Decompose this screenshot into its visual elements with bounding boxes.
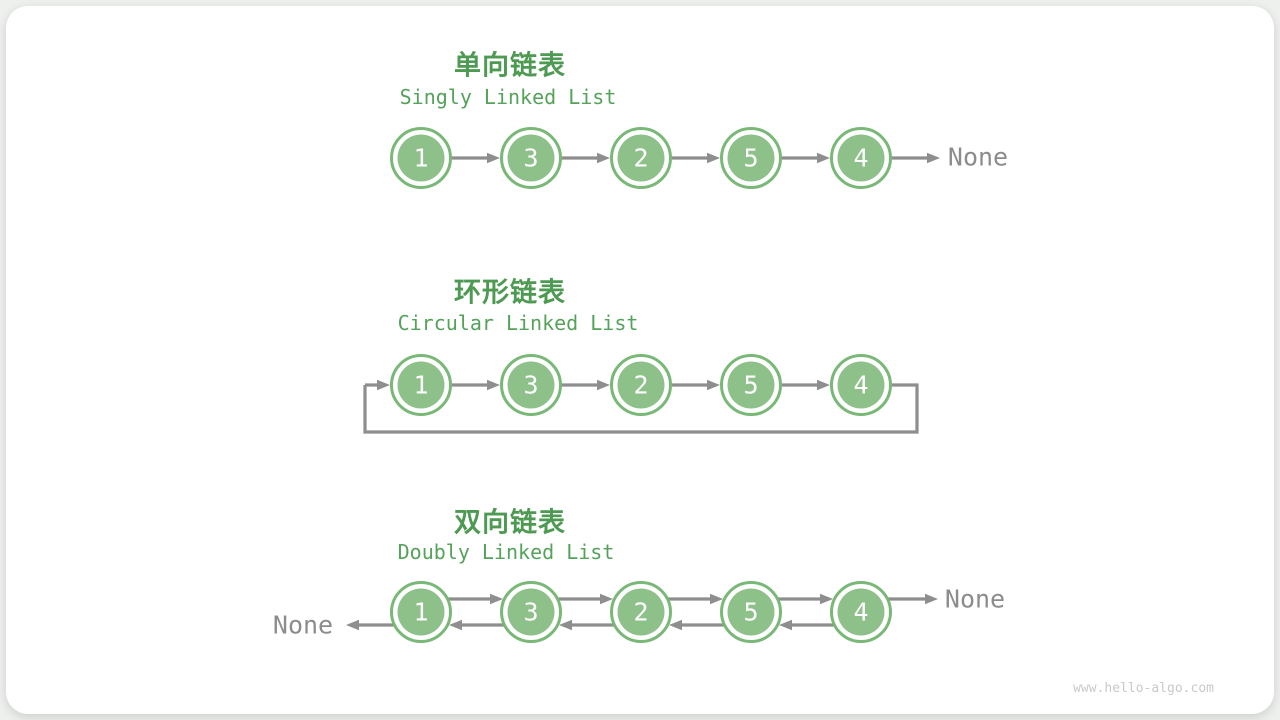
arrow-head <box>346 619 359 631</box>
section-subtitle-doubly: Doubly Linked List <box>397 540 615 564</box>
node-body <box>727 588 775 636</box>
section-subtitle-singly: Singly Linked List <box>399 85 617 109</box>
arrow-head <box>817 379 830 391</box>
node-body <box>507 361 555 409</box>
section-title-doubly: 双向链表 <box>454 507 566 538</box>
arrow-head <box>597 379 610 391</box>
node-body <box>397 134 445 182</box>
loop-line <box>363 383 919 434</box>
arrow-head <box>559 619 572 631</box>
node-body <box>837 588 885 636</box>
node-value: 4 <box>853 371 868 400</box>
node-value: 2 <box>633 371 648 400</box>
node-body <box>397 588 445 636</box>
section-title-singly: 单向链表 <box>454 50 566 81</box>
node-value: 1 <box>413 144 428 173</box>
doubly-head-none-label: None <box>272 610 334 640</box>
arrow-head <box>707 152 720 164</box>
watermark: www.hello-algo.com <box>1073 681 1214 696</box>
section-title-circular: 环形链表 <box>454 277 566 308</box>
node-value: 3 <box>523 144 538 173</box>
node-value: 1 <box>413 371 428 400</box>
arrow-head <box>779 619 792 631</box>
section-subtitle-circular: Circular Linked List <box>397 311 639 335</box>
arrow-head <box>927 152 940 164</box>
node-value: 5 <box>743 598 758 627</box>
arrow-head <box>490 593 503 605</box>
arrow-head <box>820 593 833 605</box>
node-value: 3 <box>523 598 538 627</box>
node-body <box>837 134 885 182</box>
node-value: 2 <box>633 144 648 173</box>
node-body <box>507 134 555 182</box>
node-body <box>617 588 665 636</box>
node-value: 4 <box>853 144 868 173</box>
node-value: 4 <box>853 598 868 627</box>
node-body <box>617 134 665 182</box>
arrow-head <box>449 619 462 631</box>
node-body <box>617 361 665 409</box>
node-body <box>727 361 775 409</box>
arrow-head <box>710 593 723 605</box>
doubly-tail-none-label: None <box>944 584 1006 614</box>
arrow-head <box>487 379 500 391</box>
arrow-head <box>600 593 613 605</box>
node-value: 1 <box>413 598 428 627</box>
arrow-head <box>669 619 682 631</box>
arrow-head <box>377 379 390 391</box>
arrow-head <box>925 593 938 605</box>
node-value: 2 <box>633 598 648 627</box>
singly-tail-none-label: None <box>947 142 1009 172</box>
node-body <box>837 361 885 409</box>
arrow-head <box>597 152 610 164</box>
node-body <box>507 588 555 636</box>
arrow-head <box>817 152 830 164</box>
node-body <box>727 134 775 182</box>
node-value: 3 <box>523 371 538 400</box>
arrow-head <box>487 152 500 164</box>
node-value: 5 <box>743 371 758 400</box>
node-value: 5 <box>743 144 758 173</box>
node-body <box>397 361 445 409</box>
arrow-head <box>707 379 720 391</box>
